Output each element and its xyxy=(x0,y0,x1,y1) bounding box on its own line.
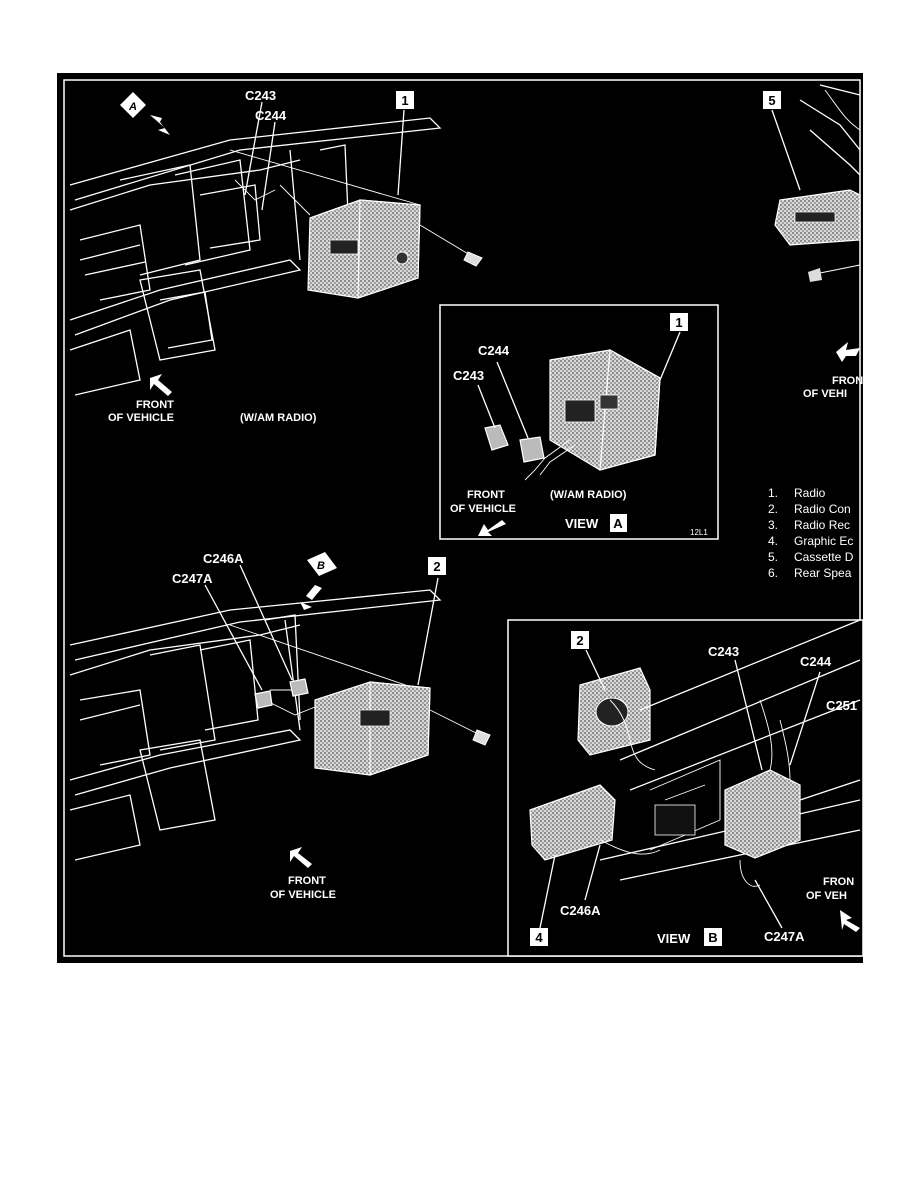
leader-5 xyxy=(771,109,801,191)
callout-box-2-b xyxy=(428,557,446,575)
leader-view-b-c243 xyxy=(734,659,763,771)
label-c243-view-b: C243 xyxy=(708,644,739,659)
front-label-b-2: OF VEHICLE xyxy=(270,889,336,901)
leader-view-b-c244 xyxy=(789,671,821,766)
front-arrow-view-a xyxy=(478,520,506,536)
svg-text:2: 2 xyxy=(433,559,440,574)
legend-num-4: 4. xyxy=(768,534,778,548)
svg-text:4: 4 xyxy=(535,930,543,945)
svg-text:B: B xyxy=(708,930,717,945)
front-arrow-a xyxy=(150,374,172,396)
callout-box-1-view-a xyxy=(670,313,688,331)
legend-text-5: Cassette D xyxy=(794,550,854,564)
callout-box-1-a xyxy=(396,91,414,109)
front-label-top-right-1: FRON xyxy=(832,375,863,387)
front-label-view-b-2: OF VEH xyxy=(806,890,847,902)
legend-num-5: 5. xyxy=(768,550,778,564)
leader-c246a-b xyxy=(239,564,293,681)
radio-control-unit-b xyxy=(254,678,491,776)
leader-c247a-b xyxy=(204,584,263,691)
leader-view-a-c243 xyxy=(477,384,496,429)
view-b-inset xyxy=(507,619,864,957)
leader-view-a-c244 xyxy=(496,361,529,439)
view-a-letter-box xyxy=(610,514,627,532)
leader-a-1 xyxy=(397,109,405,196)
am-radio-label-a: (W/AM RADIO) xyxy=(240,412,317,424)
legend-text-2: Radio Con xyxy=(794,502,851,516)
leader-view-b-3 xyxy=(799,779,861,801)
legend-text-4: Graphic Ec xyxy=(794,534,853,548)
label-c244-view-a: C244 xyxy=(478,343,510,358)
leader-c244-a xyxy=(261,121,276,211)
front-label-view-a-1: FRONT xyxy=(467,489,505,501)
radio-unit-a xyxy=(307,199,483,299)
svg-text:2: 2 xyxy=(576,633,583,648)
legend-text-3: Radio Rec xyxy=(794,518,850,532)
front-label-a-1: FRONT xyxy=(136,399,174,411)
front-label-view-b-1: FRON xyxy=(823,876,854,888)
cassette-illustration xyxy=(774,84,861,282)
view-b-letter-box xyxy=(704,928,722,946)
leader-b-2 xyxy=(417,577,439,686)
legend-num-3: 3. xyxy=(768,518,778,532)
label-c243-a: C243 xyxy=(245,88,276,103)
view-b-illustration xyxy=(529,619,861,887)
svg-text:5: 5 xyxy=(768,93,775,108)
label-c244-a: C244 xyxy=(255,108,287,123)
view-b-marker: B xyxy=(300,552,337,610)
dash-illustration-bottom xyxy=(69,589,442,861)
leader-view-a-1 xyxy=(659,331,681,381)
dash-illustration-top xyxy=(69,117,442,396)
svg-text:A: A xyxy=(128,101,137,113)
svg-text:1: 1 xyxy=(401,93,408,108)
leader-view-b-c247a xyxy=(754,879,783,929)
label-c244-view-b: C244 xyxy=(800,654,832,669)
am-radio-label-view-a: (W/AM RADIO) xyxy=(550,489,627,501)
label-c251-view-b: C251 xyxy=(826,698,857,713)
leader-view-b-4 xyxy=(539,854,556,929)
leader-view-b-c246a xyxy=(584,844,601,901)
legend-num-6: 6. xyxy=(768,566,778,580)
front-label-top-right-2: OF VEHI xyxy=(803,388,847,400)
view-a-marker: A xyxy=(120,92,170,135)
front-label-a-2: OF VEHICLE xyxy=(108,412,174,424)
callout-box-2-view-b xyxy=(571,631,589,649)
front-arrow-view-b xyxy=(840,910,860,932)
label-c247a-b: C247A xyxy=(172,571,213,586)
view-a-code: 12L1 xyxy=(690,528,708,537)
front-label-view-a-2: OF VEHICLE xyxy=(450,503,516,515)
front-arrow-top-right xyxy=(836,342,860,362)
leader-c243-a xyxy=(244,101,263,196)
legend-text-6: Rear Spea xyxy=(794,566,852,580)
legend-num-2: 2. xyxy=(768,502,778,516)
legend-text-1: Radio xyxy=(794,486,826,500)
view-b-title: VIEW xyxy=(657,931,691,946)
leader-view-b-2 xyxy=(585,649,606,691)
callout-box-5 xyxy=(763,91,781,109)
callout-box-4-view-b xyxy=(530,928,548,946)
panel-border xyxy=(63,79,861,957)
view-a-title: VIEW xyxy=(565,516,599,531)
label-c247a-view-b: C247A xyxy=(764,929,805,944)
radio-unit-view-a xyxy=(484,349,661,481)
front-label-b-1: FRONT xyxy=(288,875,326,887)
parts-legend: 1. Radio 2. Radio Con 3. Radio Rec 4. Gr… xyxy=(768,486,854,580)
label-c246a-b: C246A xyxy=(203,551,244,566)
svg-text:1: 1 xyxy=(675,315,682,330)
label-c243-view-a: C243 xyxy=(453,368,484,383)
front-arrow-b xyxy=(290,847,312,868)
label-c246a-view-b: C246A xyxy=(560,903,601,918)
legend-num-1: 1. xyxy=(768,486,778,500)
svg-text:A: A xyxy=(613,516,623,531)
svg-text:B: B xyxy=(317,560,325,572)
